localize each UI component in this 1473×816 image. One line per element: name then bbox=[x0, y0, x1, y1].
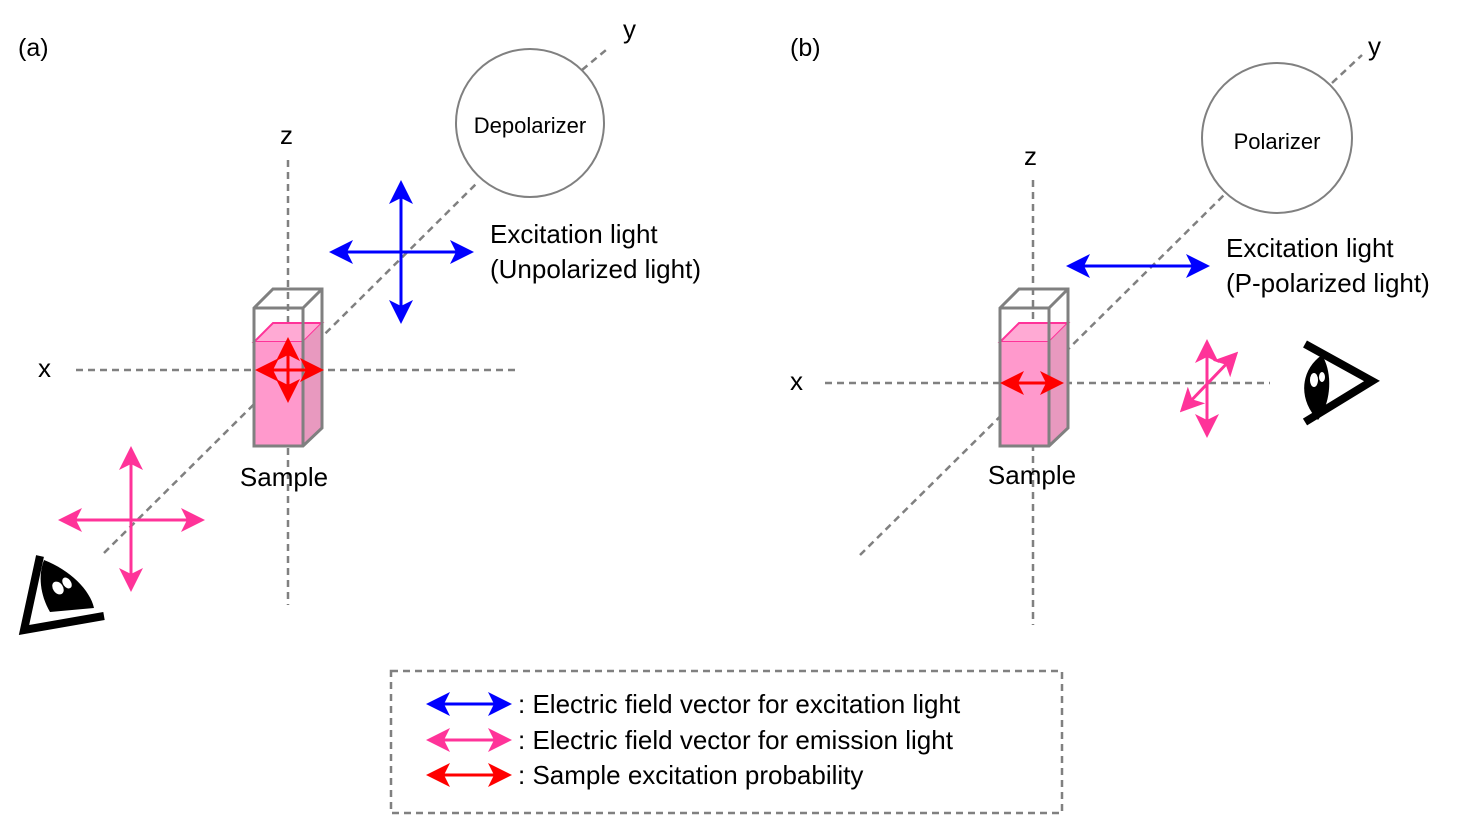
depolarizer-circle bbox=[455, 48, 605, 198]
observer-eye-icon bbox=[18, 555, 105, 635]
polarizer-label: Polarizer bbox=[1234, 129, 1321, 154]
legend-item-excitation: : Electric field vector for excitation l… bbox=[518, 689, 961, 719]
sample-label: Sample bbox=[240, 462, 328, 492]
polarizer-circle bbox=[1201, 62, 1353, 214]
emission-vector-diagonal bbox=[1179, 351, 1239, 413]
legend: : Electric field vector for excitation l… bbox=[389, 669, 1064, 815]
z-axis-label: z bbox=[1024, 141, 1037, 171]
x-axis-label: x bbox=[790, 366, 803, 396]
x-axis-label: x bbox=[38, 353, 51, 383]
depolarizer-label: Depolarizer bbox=[474, 113, 587, 138]
y-axis-label: y bbox=[1368, 31, 1381, 61]
y-axis-tail bbox=[581, 49, 607, 71]
panel-b-label: (b) bbox=[790, 34, 821, 62]
sample-label: Sample bbox=[988, 460, 1076, 490]
excitation-subtitle: (Unpolarized light) bbox=[490, 254, 701, 284]
excitation-subtitle: (P-polarized light) bbox=[1226, 268, 1430, 298]
legend-item-probability: : Sample excitation probability bbox=[518, 760, 863, 790]
panel-b: (b) x z y Polarizer Excitation light (P-… bbox=[790, 31, 1430, 625]
y-axis-label: y bbox=[623, 14, 636, 44]
excitation-title: Excitation light bbox=[490, 219, 658, 249]
excitation-title: Excitation light bbox=[1226, 233, 1394, 263]
legend-item-emission: : Electric field vector for emission lig… bbox=[518, 725, 954, 755]
y-axis-tail bbox=[1331, 54, 1363, 84]
panel-a: (a) x z y Depolarizer Excitation light (… bbox=[18, 14, 701, 635]
panel-a-label: (a) bbox=[18, 34, 49, 62]
observer-eye-icon bbox=[1302, 340, 1380, 426]
z-axis-label: z bbox=[280, 120, 293, 150]
